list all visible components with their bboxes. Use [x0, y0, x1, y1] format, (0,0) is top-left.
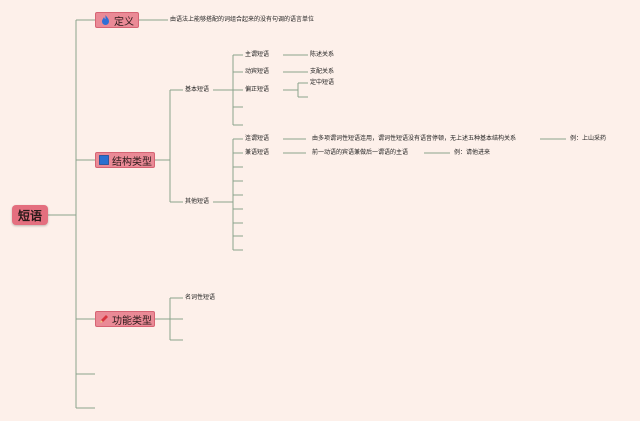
topic-function[interactable]: 功能类型 — [95, 311, 155, 327]
basic-item-label[interactable]: 主谓短语 — [245, 51, 270, 58]
basic-phrases-label[interactable]: 基本短语 — [185, 86, 210, 93]
topic-structure-label: 结构类型 — [112, 156, 152, 168]
basic-item-label[interactable]: 偏正短语 — [245, 86, 270, 93]
other-item-label[interactable]: 连谓短语 — [245, 135, 270, 142]
topic-structure[interactable]: 结构类型 — [95, 152, 155, 168]
other-item-example: 例：上山采药 — [570, 135, 607, 142]
blue-square-icon — [98, 155, 109, 166]
flame-icon — [100, 15, 111, 26]
definition-text: 由语法上能够搭配的词组合起来的没有句调的语言单位 — [170, 16, 315, 23]
topic-definition[interactable]: 定义 — [95, 12, 139, 28]
topic-function-label: 功能类型 — [112, 315, 152, 327]
other-item-note: 由多项谓词性短语连用，谓词性短语没有语音停顿，无上述五种基本结构关系 — [312, 135, 517, 142]
basic-item-label[interactable]: 动宾短语 — [245, 68, 270, 75]
other-phrases-label[interactable]: 其他短语 — [185, 198, 210, 205]
basic-item-note: 支配关系 — [310, 68, 335, 75]
pencil-icon — [98, 314, 109, 325]
function-item-label[interactable]: 名词性短语 — [185, 294, 216, 301]
basic-item-note: 陈述关系 — [310, 51, 335, 58]
root-node[interactable]: 短语 — [12, 205, 48, 225]
other-item-label[interactable]: 兼语短语 — [245, 149, 270, 156]
basic-item-note: 定中短语 — [310, 79, 335, 86]
other-item-example: 例：请他进来 — [454, 149, 491, 156]
topic-definition-label: 定义 — [114, 16, 134, 28]
other-item-note: 前一动语的宾语兼做后一谓语的主语 — [312, 149, 409, 156]
